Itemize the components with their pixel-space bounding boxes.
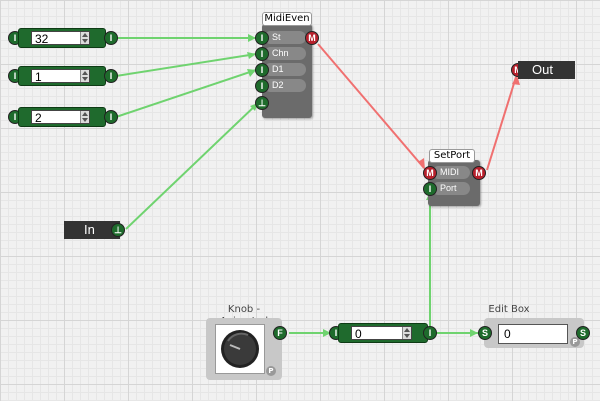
float-output-pin[interactable]: F [273, 326, 287, 340]
int-output-pin[interactable]: I [423, 326, 437, 340]
set-port-title: SetPort [429, 149, 475, 163]
chn-input-pin[interactable]: I [255, 47, 269, 61]
arrow-chn [247, 52, 256, 59]
number-box-32[interactable]: 32 [18, 28, 106, 48]
st-input-pin[interactable]: I [255, 31, 269, 45]
knob-icon[interactable] [218, 327, 262, 371]
panel-badge: P [266, 366, 276, 376]
midi-event-title: MidiEven [262, 12, 312, 26]
port-label-st: St [264, 31, 306, 44]
trigger-input-pin[interactable]: ⊥ [255, 96, 269, 110]
int-output-pin[interactable]: I [104, 31, 118, 45]
edit-box-panel[interactable]: 0 P [484, 318, 584, 348]
wire-setport-to-out[interactable] [486, 76, 517, 171]
number-field[interactable]: 32 [31, 31, 90, 46]
port-input-pin[interactable]: I [423, 182, 437, 196]
int-output-pin[interactable]: I [104, 110, 118, 124]
number-box-2[interactable]: 2 [18, 107, 106, 127]
int-output-pin[interactable]: I [104, 69, 118, 83]
port-label-d2: D2 [264, 79, 306, 92]
spinner-icon[interactable] [80, 32, 89, 44]
arrow-out [512, 75, 520, 85]
port-label-midi: MIDI [432, 166, 470, 179]
d2-input-pin[interactable]: I [255, 79, 269, 93]
number-field[interactable]: 2 [31, 110, 90, 125]
edit-box-title: Edit Box [488, 304, 530, 315]
spinner-icon[interactable] [80, 111, 89, 123]
port-label-chn: Chn [264, 47, 306, 60]
wire-1-to-chn[interactable] [115, 53, 257, 77]
spinner-icon[interactable] [80, 70, 89, 82]
midi-input-pin[interactable]: M [423, 166, 437, 180]
spinner-icon[interactable] [402, 327, 411, 339]
trigger-output-pin[interactable]: ⊥ [111, 223, 125, 237]
out-label: Out [518, 61, 575, 79]
number-field[interactable]: 1 [31, 69, 90, 84]
string-output-pin[interactable]: S [576, 326, 590, 340]
in-label: In [64, 221, 120, 239]
string-input-pin[interactable]: S [478, 326, 492, 340]
midi-output-pin[interactable]: M [472, 166, 486, 180]
number-box-0[interactable]: 0 [338, 323, 428, 343]
number-field[interactable]: 0 [351, 326, 412, 341]
wire-in-to-trigger[interactable] [125, 102, 259, 230]
d1-input-pin[interactable]: I [255, 63, 269, 77]
wire-2-to-d1[interactable] [115, 69, 257, 118]
arrow-setport [418, 158, 425, 170]
port-label-d1: D1 [264, 63, 306, 76]
port-label-port: Port [432, 182, 470, 195]
edit-box-input[interactable]: 0 [498, 324, 568, 344]
arrow-st [248, 34, 256, 42]
midi-output-pin[interactable]: M [305, 31, 319, 45]
arrow-d1 [247, 69, 256, 77]
knob-panel[interactable]: P [206, 318, 282, 380]
arrow-numbox [323, 329, 331, 337]
wire-midieven-to-setport[interactable] [317, 43, 425, 169]
panel-badge: P [570, 337, 580, 347]
number-box-1[interactable]: 1 [18, 66, 106, 86]
arrow-editbox [470, 329, 478, 337]
